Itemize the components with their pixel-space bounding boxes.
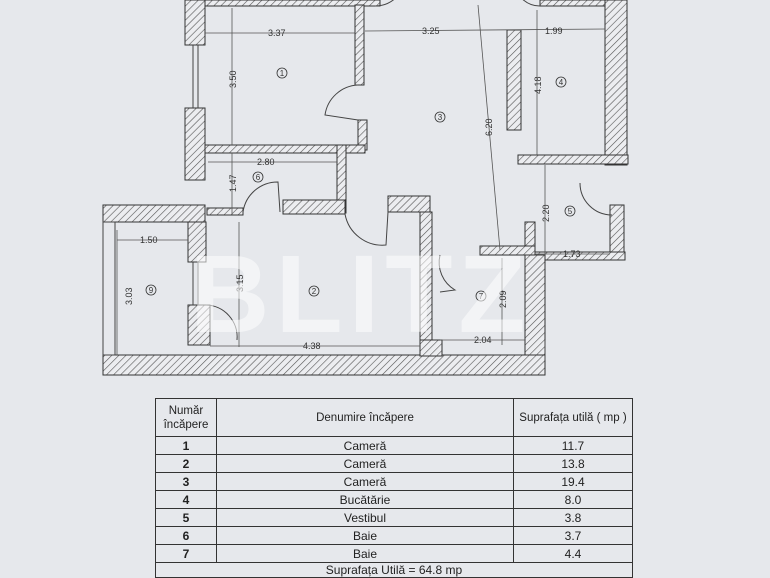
dim-r5-height: 2.20 bbox=[541, 204, 551, 222]
room-area: 11.7 bbox=[513, 436, 633, 455]
room-area: 19.4 bbox=[513, 472, 633, 491]
room-area: 8.0 bbox=[513, 490, 633, 509]
room-area-table: Număr încăpere Denumire încăpere Suprafa… bbox=[155, 398, 633, 578]
room-name: Baie bbox=[216, 526, 514, 545]
dim-r4-height: 4.18 bbox=[533, 76, 543, 94]
room-2-label: 2 bbox=[312, 287, 317, 296]
room-7-label: 7 bbox=[479, 292, 484, 301]
room-area: 4.4 bbox=[513, 544, 633, 563]
room-number: 1 bbox=[155, 436, 217, 455]
room-name: Vestibul bbox=[216, 508, 514, 527]
room-number: 5 bbox=[155, 508, 217, 527]
room-1-label: 1 bbox=[280, 69, 285, 78]
room-number: 7 bbox=[155, 544, 217, 563]
dim-r9-height: 3.03 bbox=[124, 287, 134, 305]
dim-r5-width: 1.73 bbox=[563, 249, 581, 259]
room-5-label: 5 bbox=[568, 207, 573, 216]
room-name: Cameră bbox=[216, 454, 514, 473]
door-entrance-right bbox=[522, 0, 541, 7]
room-area: 3.8 bbox=[513, 508, 633, 527]
doors bbox=[205, 0, 613, 341]
dim-r1-height: 3.50 bbox=[228, 70, 238, 88]
windows-and-outline bbox=[102, 45, 546, 360]
dim-r2-width: 4.38 bbox=[303, 341, 321, 351]
room-4-label: 4 bbox=[559, 78, 564, 87]
room-number-labels: 1 2 3 4 5 6 7 9 bbox=[149, 69, 573, 301]
door-room-2-to-3 bbox=[344, 211, 389, 246]
table-header: Număr încăpere Denumire încăpere Suprafa… bbox=[155, 398, 633, 437]
room-name: Bucătărie bbox=[216, 490, 514, 509]
room-area: 13.8 bbox=[513, 454, 633, 473]
dim-r3-width: 3.25 bbox=[422, 26, 440, 36]
dimension-labels: 3.37 3.25 1.99 3.50 6.20 4.18 2.80 1.47 … bbox=[124, 26, 581, 351]
room-area: 3.7 bbox=[513, 526, 633, 545]
walls bbox=[102, 0, 629, 376]
dim-r7-height: 2.09 bbox=[498, 290, 508, 308]
room-numbers bbox=[145, 67, 576, 302]
room-number: 2 bbox=[155, 454, 217, 473]
dim-r3-height: 6.20 bbox=[484, 118, 494, 136]
room-number: 4 bbox=[155, 490, 217, 509]
dim-r7-width: 2.04 bbox=[474, 335, 492, 345]
dim-r9-width: 1.50 bbox=[140, 235, 158, 245]
dim-r1-width: 3.37 bbox=[268, 28, 286, 38]
door-room-1 bbox=[324, 84, 359, 121]
door-room-9 bbox=[205, 304, 238, 341]
watermark-logo: BLITZ bbox=[190, 233, 532, 356]
dimension-lines bbox=[116, 4, 610, 355]
dim-r4-width: 1.99 bbox=[545, 26, 563, 36]
room-9-label: 9 bbox=[149, 286, 154, 295]
dim-r6-width: 2.80 bbox=[257, 157, 275, 167]
room-name: Cameră bbox=[216, 472, 514, 491]
room-6-label: 6 bbox=[256, 173, 261, 182]
header-number: Număr încăpere bbox=[155, 398, 217, 437]
room-name: Cameră bbox=[216, 436, 514, 455]
room-number: 6 bbox=[155, 526, 217, 545]
door-entrance-left bbox=[374, 0, 394, 7]
total-area: Suprafața Utilă = 64.8 mp bbox=[155, 562, 633, 578]
door-room-6 bbox=[242, 181, 281, 213]
door-room-5 bbox=[579, 182, 613, 216]
dim-r2-height: 3.15 bbox=[235, 274, 245, 292]
header-area: Suprafața utilă ( mp ) bbox=[513, 398, 633, 437]
room-number: 3 bbox=[155, 472, 217, 491]
dim-r6-height: 1.47 bbox=[228, 174, 238, 192]
header-name: Denumire încăpere bbox=[216, 398, 514, 437]
room-3-label: 3 bbox=[438, 113, 443, 122]
door-room-7 bbox=[438, 254, 457, 293]
room-name: Baie bbox=[216, 544, 514, 563]
floor-plan: 3.37 3.25 1.99 3.50 6.20 4.18 2.80 1.47 … bbox=[102, 0, 629, 376]
table-total-row: Suprafața Utilă = 64.8 mp bbox=[155, 562, 633, 578]
